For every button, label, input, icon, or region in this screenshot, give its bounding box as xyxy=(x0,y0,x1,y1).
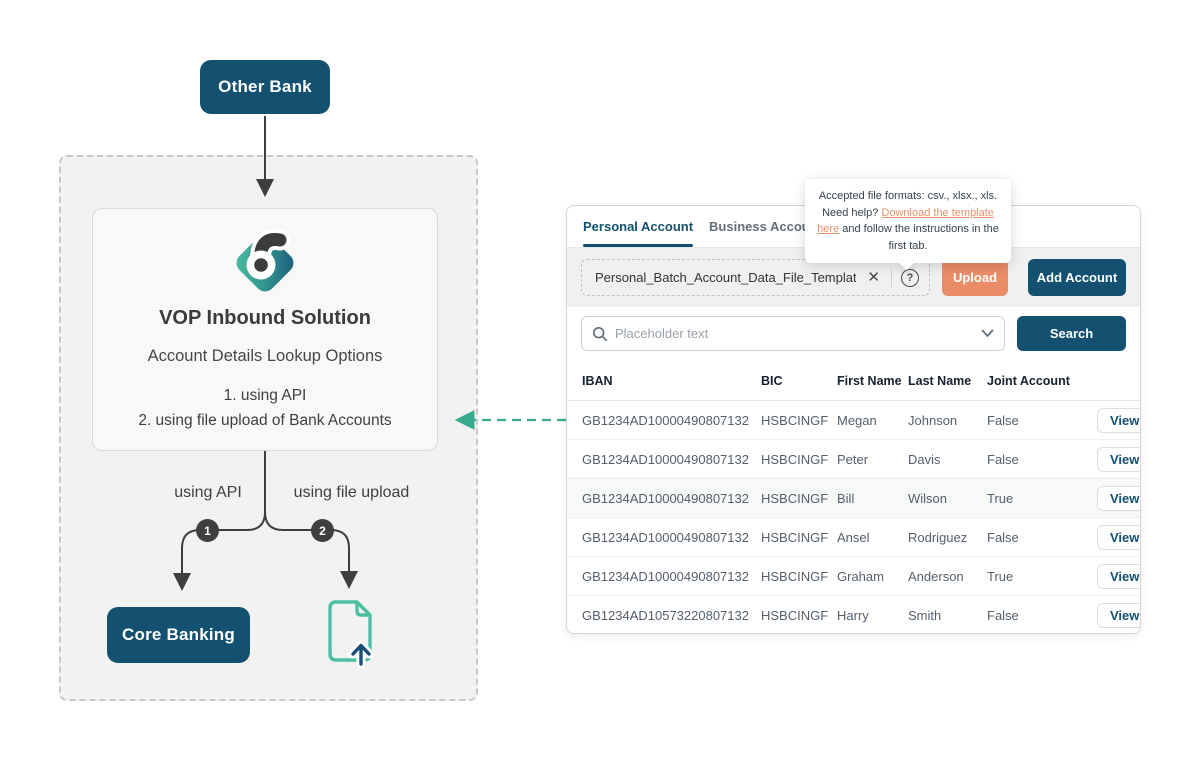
table-row: GB1234AD10000490807132 HSBCINGF Graham A… xyxy=(567,557,1140,596)
cell-joint-account: False xyxy=(987,608,1019,623)
cell-iban: GB1234AD10573220807132 xyxy=(582,608,749,623)
other-bank-label: Other Bank xyxy=(218,77,312,96)
cell-first-name: Harry xyxy=(837,608,869,623)
table-row: GB1234AD10573220807132 HSBCINGF Harry Sm… xyxy=(567,596,1140,633)
download-template-link[interactable]: Download the template here xyxy=(817,206,994,236)
file-upload-icon xyxy=(324,598,378,673)
vop-title: VOP Inbound Solution xyxy=(159,307,371,329)
column-header-last-name: Last Name xyxy=(908,373,972,388)
vop-option-2: 2. using file upload of Bank Accounts xyxy=(138,412,392,429)
vop-inbound-solution-node: VOP Inbound Solution Account Details Loo… xyxy=(92,208,438,451)
cell-first-name: Peter xyxy=(837,451,869,467)
help-icon[interactable]: ? xyxy=(901,268,919,287)
table-header: IBAN BIC First Name Last Name Joint Acco… xyxy=(567,361,1140,401)
view-button[interactable]: View xyxy=(1097,446,1140,472)
chevron-down-icon[interactable] xyxy=(981,329,994,338)
remove-file-icon[interactable]: ✕ xyxy=(867,269,880,286)
table-row: GB1234AD10000490807132 HSBCINGF Ansel Ro… xyxy=(567,518,1140,557)
cell-bic: HSBCINGF xyxy=(761,568,829,584)
backbase-logo-icon xyxy=(236,229,294,292)
cell-last-name: Rodriguez xyxy=(908,529,968,545)
search-input[interactable] xyxy=(615,326,974,341)
cell-last-name: Davis xyxy=(908,451,941,467)
cell-bic: HSBCINGF xyxy=(761,412,829,428)
upload-button[interactable]: Upload xyxy=(942,259,1008,296)
view-button[interactable]: View xyxy=(1097,603,1140,628)
branch-label-using-api: using API xyxy=(174,484,242,501)
tab-business-account[interactable]: Business Account xyxy=(709,206,822,247)
cell-iban: GB1234AD10000490807132 xyxy=(582,451,749,467)
cell-iban: GB1234AD10000490807132 xyxy=(582,529,749,545)
selected-file-box: Personal_Batch_Account_Data_File_Templat… xyxy=(581,259,930,296)
column-header-iban: IBAN xyxy=(582,373,613,388)
vop-subtitle: Account Details Lookup Options xyxy=(147,347,383,365)
cell-iban: GB1234AD10000490807132 xyxy=(582,412,749,428)
cell-last-name: Wilson xyxy=(908,490,948,506)
cell-joint-account: False xyxy=(987,529,1019,545)
search-button[interactable]: Search xyxy=(1017,316,1126,351)
view-button[interactable]: View xyxy=(1097,485,1140,511)
table-row: GB1234AD10000490807132 HSBCINGF Peter Da… xyxy=(567,440,1140,479)
tab-personal-account[interactable]: Personal Account xyxy=(583,206,694,247)
branch-label-using-file-upload: using file upload xyxy=(293,484,410,501)
cell-first-name: Bill xyxy=(837,490,855,506)
view-button[interactable]: View xyxy=(1097,524,1140,550)
column-header-bic: BIC xyxy=(761,373,783,388)
upload-section: Personal_Batch_Account_Data_File_Templat… xyxy=(567,248,1140,307)
cell-joint-account: False xyxy=(987,412,1019,428)
search-section: Search xyxy=(567,307,1140,361)
cell-joint-account: False xyxy=(987,451,1019,467)
table-row: GB1234AD10000490807132 HSBCINGF Megan Jo… xyxy=(567,401,1140,440)
cell-last-name: Johnson xyxy=(908,412,958,428)
tab-personal-account-label: Personal Account xyxy=(583,219,694,234)
view-button[interactable]: View xyxy=(1097,407,1140,433)
cell-joint-account: True xyxy=(987,568,1014,584)
core-banking-node: Core Banking xyxy=(107,607,250,663)
branch-number-2: 2 xyxy=(311,519,334,542)
cell-last-name: Smith xyxy=(908,608,942,623)
cell-iban: GB1234AD10000490807132 xyxy=(582,568,749,584)
column-header-joint-account: Joint Account xyxy=(987,373,1070,388)
cell-bic: HSBCINGF xyxy=(761,490,829,506)
tab-business-account-label: Business Account xyxy=(709,219,822,234)
accounts-panel: Personal Account Business Account Person… xyxy=(566,205,1141,634)
cell-first-name: Graham xyxy=(837,568,884,584)
help-tooltip: Accepted file formats: csv., xlsx., xls.… xyxy=(805,179,1011,271)
vop-option-1: 1. using API xyxy=(223,387,307,404)
tooltip-text-before: Accepted file formats: csv., xlsx., xls.… xyxy=(818,190,998,219)
view-button[interactable]: View xyxy=(1097,563,1140,589)
divider xyxy=(891,268,892,287)
core-banking-label: Core Banking xyxy=(122,625,235,644)
cell-iban: GB1234AD10000490807132 xyxy=(582,490,749,506)
cell-last-name: Anderson xyxy=(908,568,964,584)
cell-bic: HSBCINGF xyxy=(761,608,829,623)
branch-number-1: 1 xyxy=(196,519,219,542)
search-icon xyxy=(592,326,607,341)
cell-bic: HSBCINGF xyxy=(761,529,829,545)
cell-first-name: Megan xyxy=(837,412,877,428)
column-header-first-name: First Name xyxy=(837,373,902,388)
table-row: GB1234AD10000490807132 HSBCINGF Bill Wil… xyxy=(567,479,1140,518)
tooltip-text-after: and follow the instructions in the first… xyxy=(839,223,999,252)
selected-file-name: Personal_Batch_Account_Data_File_Templat… xyxy=(595,270,857,285)
add-account-button[interactable]: Add Account xyxy=(1028,259,1126,296)
other-bank-node: Other Bank xyxy=(200,60,330,114)
cell-bic: HSBCINGF xyxy=(761,451,829,467)
search-input-container xyxy=(581,316,1005,351)
cell-first-name: Ansel xyxy=(837,529,870,545)
cell-joint-account: True xyxy=(987,490,1014,506)
